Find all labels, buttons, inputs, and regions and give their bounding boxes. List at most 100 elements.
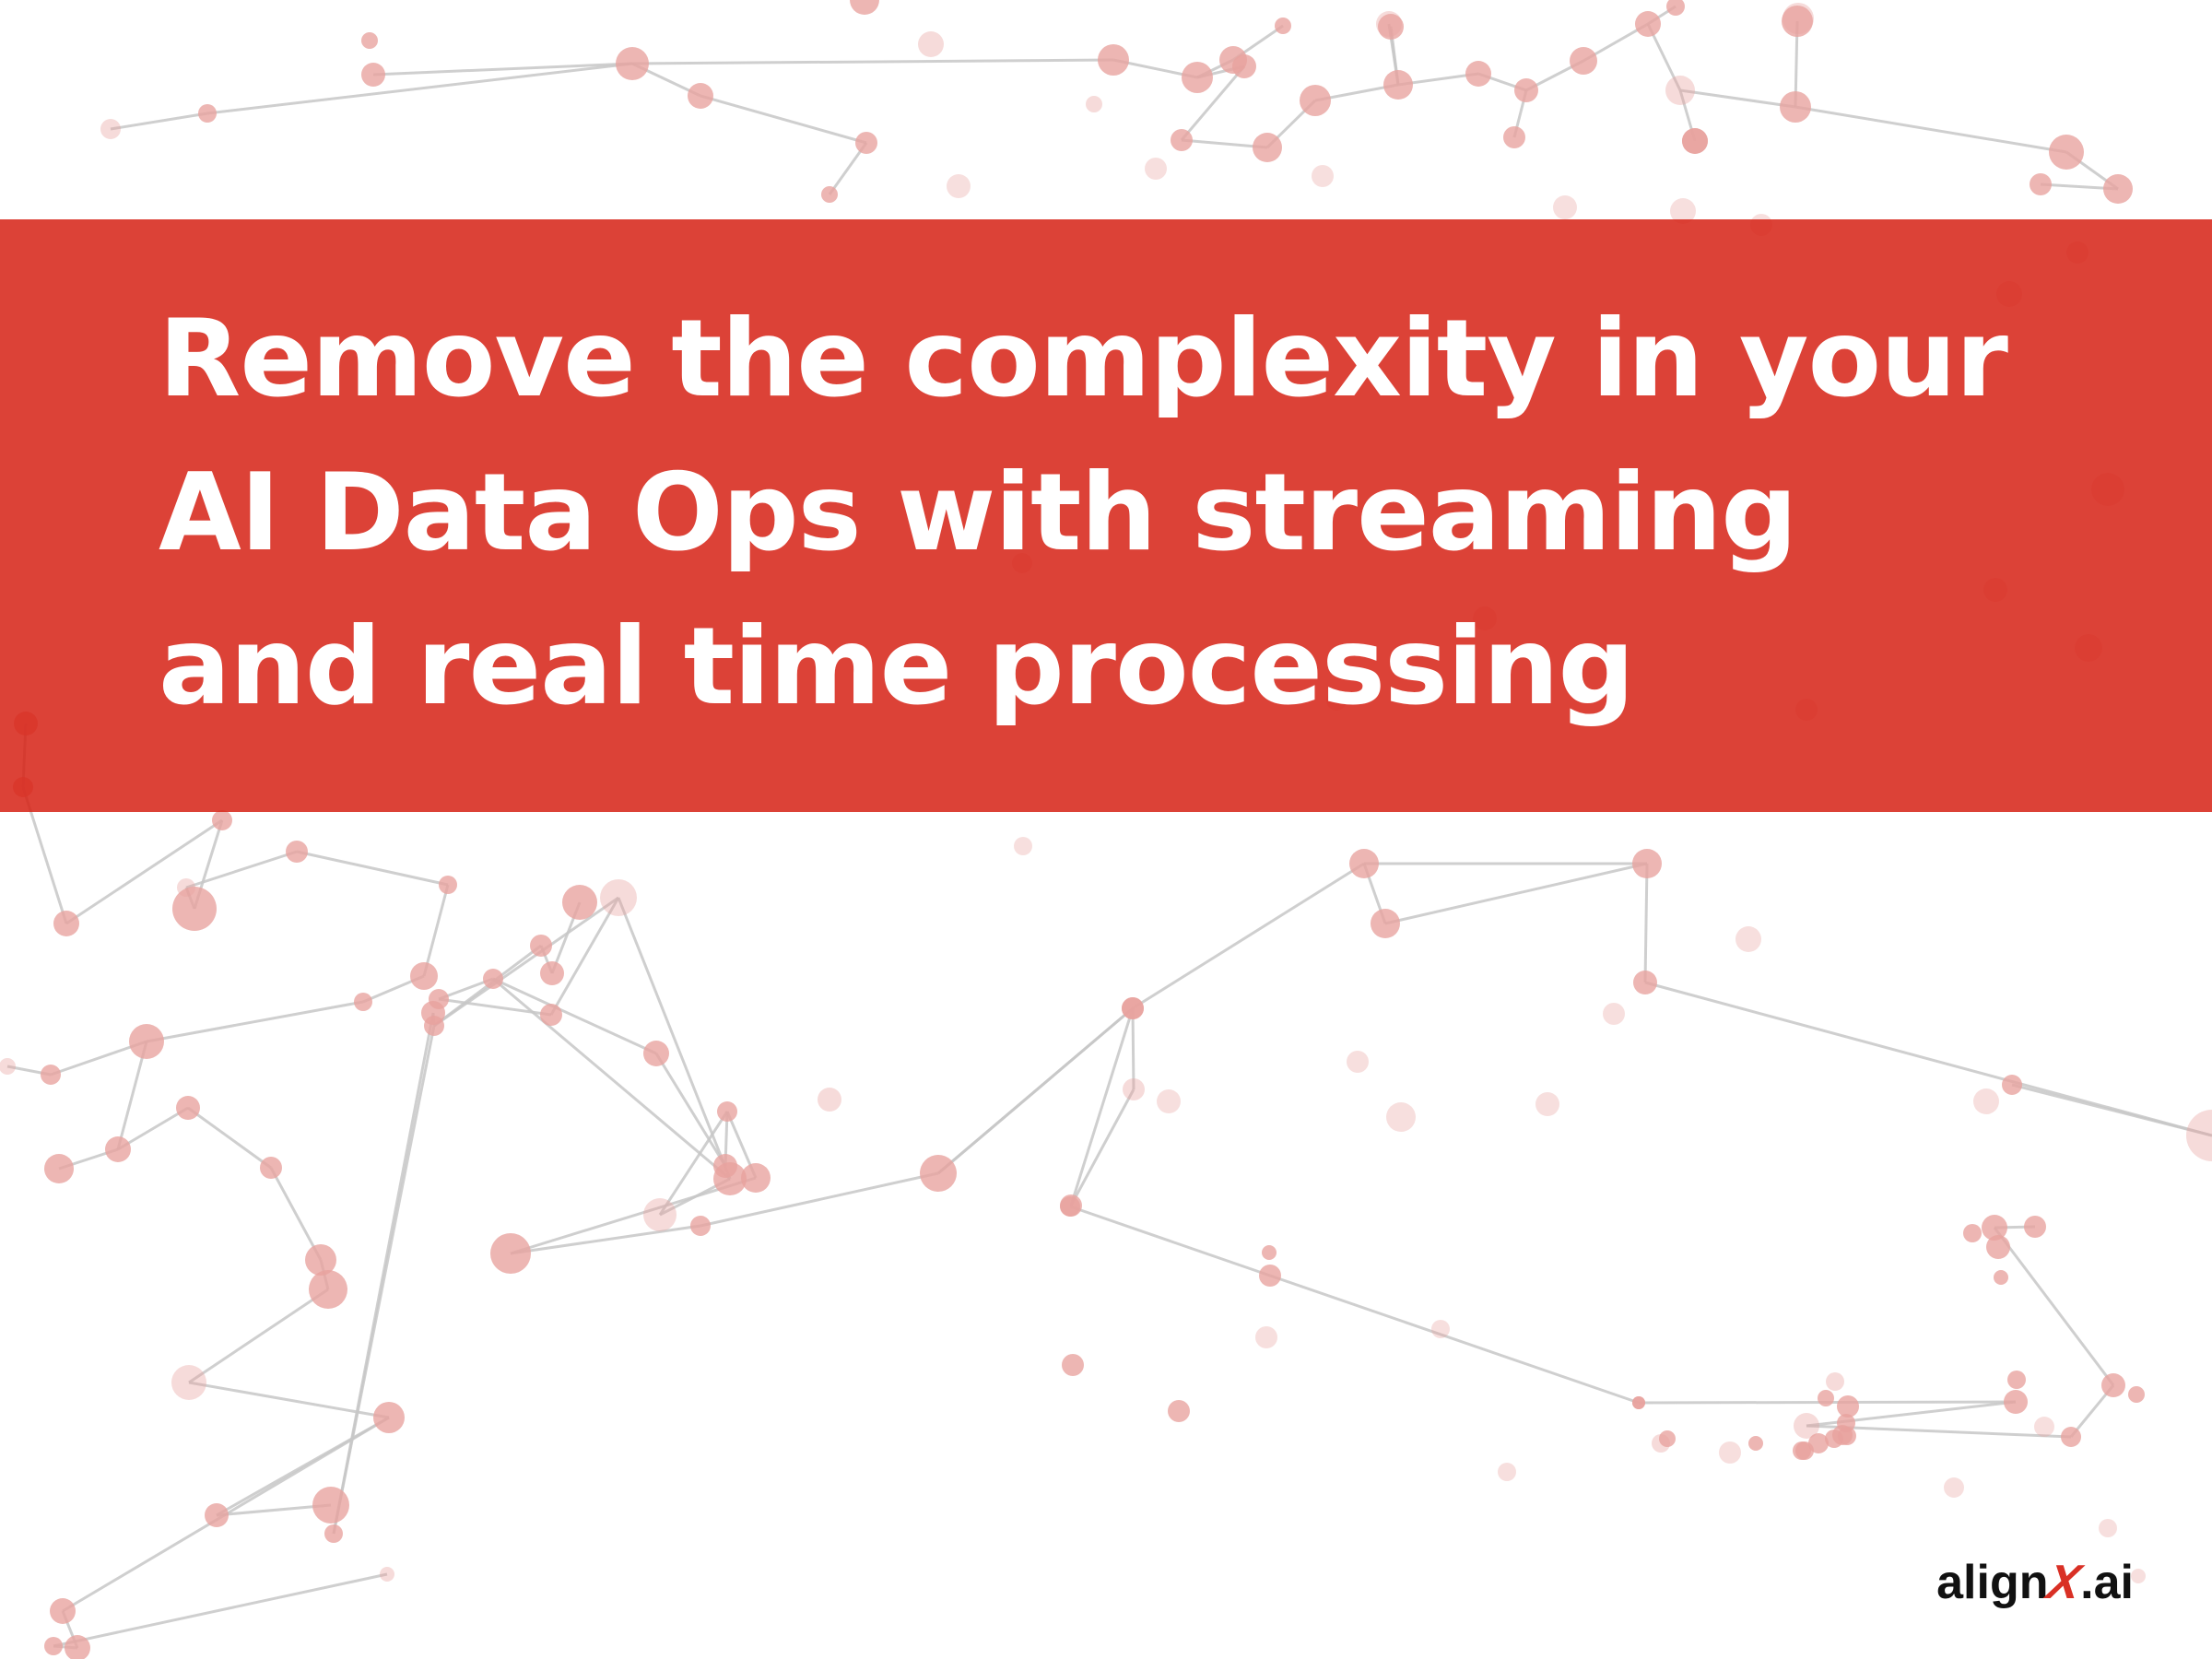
network-node bbox=[483, 969, 503, 989]
network-edge bbox=[510, 1224, 701, 1255]
network-edge bbox=[1131, 1007, 1135, 1090]
network-node bbox=[1503, 126, 1525, 148]
network-faint-node bbox=[2099, 1519, 2117, 1537]
network-node bbox=[741, 1163, 771, 1193]
network-node bbox=[212, 810, 232, 830]
headline: Remove the complexity in your AI Data Op… bbox=[159, 282, 2076, 744]
network-node bbox=[176, 1096, 200, 1120]
logo-prefix: align bbox=[1936, 1556, 2049, 1609]
network-node bbox=[1383, 70, 1413, 100]
network-edge bbox=[1069, 1007, 1135, 1206]
network-node bbox=[53, 911, 79, 936]
network-node bbox=[324, 1524, 343, 1543]
network-edge bbox=[937, 1006, 1134, 1175]
network-edge bbox=[700, 1171, 939, 1228]
network-faint-node bbox=[1944, 1477, 1964, 1498]
network-node bbox=[309, 1270, 347, 1309]
network-node bbox=[855, 132, 877, 154]
network-edge bbox=[1180, 65, 1246, 141]
network-faint-node bbox=[1973, 1088, 1999, 1114]
network-node bbox=[41, 1065, 61, 1085]
network-node bbox=[1232, 54, 1256, 78]
network-node bbox=[1682, 128, 1708, 154]
network-faint-node bbox=[1255, 1326, 1277, 1348]
network-edge bbox=[700, 94, 867, 145]
network-node bbox=[1818, 1390, 1834, 1406]
network-faint-node bbox=[1014, 837, 1032, 855]
network-faint-node bbox=[1386, 1102, 1416, 1132]
network-node bbox=[600, 879, 637, 916]
network-edge bbox=[510, 1176, 757, 1255]
network-node bbox=[1665, 76, 1695, 105]
network-node bbox=[1349, 849, 1379, 878]
network-node bbox=[44, 1154, 74, 1183]
network-edge bbox=[206, 62, 633, 115]
network-node bbox=[205, 1503, 229, 1527]
network-node bbox=[688, 83, 713, 109]
alignx-logo: alignX.ai bbox=[1936, 1555, 2134, 1610]
network-node bbox=[562, 885, 597, 920]
network-node bbox=[1086, 96, 1102, 112]
headline-line-1: Remove the complexity in your bbox=[159, 297, 2008, 421]
network-node bbox=[305, 1244, 336, 1276]
network-node bbox=[260, 1157, 282, 1179]
network-node bbox=[850, 0, 879, 15]
network-node bbox=[1982, 1215, 2007, 1241]
headline-line-2: AI Data Ops with streaming bbox=[159, 451, 1797, 575]
network-node bbox=[490, 1233, 531, 1274]
network-node bbox=[171, 1365, 206, 1400]
network-node bbox=[540, 961, 564, 985]
network-edge bbox=[492, 977, 731, 1181]
network-node bbox=[429, 989, 449, 1009]
network-edge bbox=[216, 1503, 332, 1517]
network-edge bbox=[372, 62, 633, 76]
network-node bbox=[1659, 1430, 1676, 1447]
network-node bbox=[1808, 1433, 1829, 1453]
network-node bbox=[690, 1216, 711, 1236]
network-node bbox=[2186, 1110, 2212, 1161]
network-node bbox=[105, 1136, 131, 1162]
network-edge bbox=[658, 1111, 729, 1216]
network-node bbox=[129, 1024, 164, 1059]
network-edge bbox=[1679, 88, 1796, 109]
network-node bbox=[1666, 0, 1685, 16]
network-node bbox=[2061, 1427, 2081, 1447]
network-edge bbox=[1993, 1227, 2115, 1386]
network-edge bbox=[1643, 863, 1649, 983]
network-node bbox=[1635, 11, 1661, 37]
network-node bbox=[1826, 1372, 1844, 1391]
network-faint-node bbox=[1670, 198, 1696, 224]
network-edge bbox=[296, 850, 449, 887]
network-node bbox=[354, 993, 372, 1011]
network-node bbox=[286, 841, 308, 863]
network-node bbox=[100, 119, 121, 139]
network-node bbox=[2007, 1371, 2026, 1389]
network-edge bbox=[1644, 981, 2212, 1137]
network-node bbox=[530, 935, 552, 957]
network-node bbox=[177, 878, 195, 897]
network-node bbox=[713, 1162, 747, 1195]
network-node bbox=[1259, 1265, 1281, 1287]
network-edge bbox=[110, 112, 208, 131]
network-node bbox=[643, 1041, 669, 1066]
network-edge bbox=[332, 1025, 436, 1535]
network-node bbox=[1633, 971, 1657, 994]
network-node bbox=[1963, 1224, 1982, 1242]
network-edge bbox=[433, 896, 619, 1028]
network-node bbox=[1062, 1354, 1084, 1376]
network-node bbox=[1098, 44, 1129, 76]
network-faint-node bbox=[1553, 195, 1577, 219]
network-node bbox=[540, 1004, 562, 1026]
network-node bbox=[1780, 91, 1811, 123]
network-node bbox=[1371, 909, 1400, 938]
network-node bbox=[2004, 1390, 2028, 1414]
network-node bbox=[1748, 1436, 1763, 1451]
network-node bbox=[1632, 1396, 1645, 1409]
network-node bbox=[373, 1402, 405, 1433]
network-node bbox=[312, 1487, 349, 1524]
network-edge bbox=[2011, 1083, 2212, 1137]
network-node bbox=[2002, 1075, 2022, 1095]
